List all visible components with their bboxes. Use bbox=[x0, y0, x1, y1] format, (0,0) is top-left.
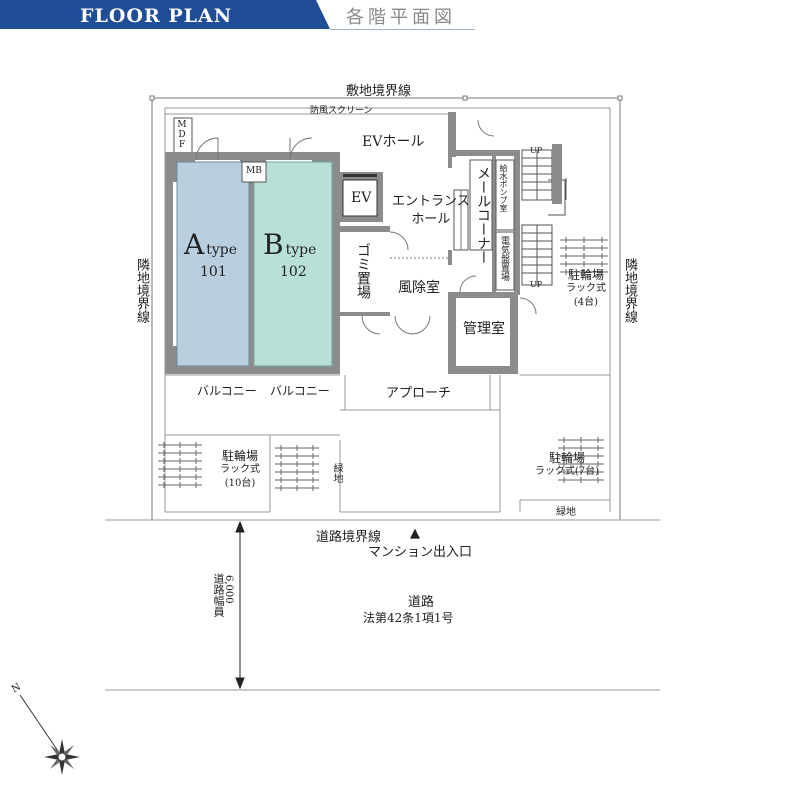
ev-hall-label: EVホール bbox=[362, 134, 425, 150]
bike-parking-bottom-left-rack: ラック式 bbox=[220, 464, 260, 475]
bike-parking-right-rack: ラック式 bbox=[566, 283, 606, 294]
road-width-dimension bbox=[235, 520, 245, 690]
bike-parking-bottom-right-rack: ラック式(7台) bbox=[534, 466, 600, 477]
balcony-a-label: バルコニー bbox=[197, 384, 257, 398]
mb-label: MB bbox=[246, 166, 262, 176]
bike-parking-bottom-right-name: 駐輪場 bbox=[548, 451, 585, 465]
neighbor-boundary-left-label: 隣地境界線 bbox=[134, 258, 149, 323]
header-banner: FLOOR PLAN bbox=[0, 0, 330, 34]
pump-room-area bbox=[495, 159, 515, 231]
ev-door bbox=[343, 174, 377, 177]
bike-racks bbox=[158, 237, 608, 491]
garbage-label: ゴミ置場 bbox=[355, 243, 371, 299]
pump-room-label: 給水ポンプ室 bbox=[499, 164, 508, 212]
page-title: FLOOR PLAN bbox=[80, 5, 233, 27]
road-width-value-text: 6,000 bbox=[223, 575, 234, 604]
green-area-left-label: 緑地 bbox=[331, 463, 342, 483]
mdf-label: MDF bbox=[177, 120, 187, 150]
bike-parking-bottom-left-name: 駐輪場 bbox=[221, 449, 258, 463]
road-law-label: 法第42条1項1号 bbox=[363, 611, 454, 625]
neighbor-boundary-right-label: 隣地境界線 bbox=[622, 258, 637, 323]
entrance-hall-line1: エントランス bbox=[392, 194, 470, 209]
unit-a-type-word: type bbox=[206, 242, 238, 258]
green-area-right-label: 緑地 bbox=[556, 507, 576, 518]
unit-b-102-area bbox=[253, 161, 333, 367]
unit-a-number: 101 bbox=[200, 264, 227, 280]
ev-label: EV bbox=[351, 190, 372, 206]
header-banner-shape bbox=[0, 0, 330, 29]
unit-a-letter: A bbox=[184, 228, 205, 261]
unit-b-type-word: type bbox=[285, 242, 317, 258]
unit-b-number: 102 bbox=[280, 264, 307, 280]
bike-parking-bottom-right: 駐輪場 ラック式(7台) bbox=[530, 451, 604, 479]
electric-room-label: 電気盤置場 bbox=[499, 236, 509, 281]
mail-corner-area bbox=[469, 159, 493, 251]
mail-corner-label: メールコーナー bbox=[475, 166, 491, 264]
road-width-label: 道路幅員 bbox=[212, 573, 225, 617]
stair-wall bbox=[552, 144, 562, 204]
management-room-label: 管理室 bbox=[463, 321, 505, 337]
stair-up-label-2: UP bbox=[530, 280, 543, 289]
unit-a-101-area bbox=[176, 161, 250, 367]
unit-b-letter: B bbox=[263, 228, 284, 261]
bike-parking-right-count: (4台) bbox=[573, 297, 599, 308]
door-swings bbox=[195, 119, 537, 335]
windbreak-room-label: 風除室 bbox=[398, 280, 440, 296]
approach-label: アプローチ bbox=[386, 386, 452, 401]
bike-parking-bottom-left-count: (10台) bbox=[224, 478, 256, 489]
bike-parking-right: 駐輪場 ラック式 (4台) bbox=[556, 268, 616, 310]
site-boundary bbox=[149, 95, 623, 520]
page-subtitle: 各階平面図 bbox=[346, 7, 456, 28]
bike-parking-bottom-left: 駐輪場 ラック式 (10台) bbox=[210, 449, 270, 491]
road-label: 道路 bbox=[408, 595, 435, 610]
balcony-b-label: バルコニー bbox=[270, 384, 330, 398]
entrance-triangle-icon: ▲ bbox=[410, 526, 420, 541]
north-compass-icon bbox=[19, 694, 80, 775]
stair-up-label-1: UP bbox=[530, 146, 543, 155]
mansion-entrance-label: マンション出入口 bbox=[368, 545, 473, 560]
site-boundary-label: 敷地境界線 bbox=[346, 84, 412, 99]
header-underline bbox=[330, 29, 475, 30]
road-boundary-label: 道路境界線 bbox=[316, 530, 382, 545]
entrance-hall-label: エントランス ホール bbox=[392, 193, 470, 229]
windscreen-label: 防風スクリーン bbox=[310, 106, 373, 116]
mb-box bbox=[241, 161, 267, 183]
entrance-hall-line2: ホール bbox=[411, 212, 451, 227]
bike-parking-right-name: 駐輪場 bbox=[567, 268, 604, 282]
ev-box bbox=[342, 179, 378, 217]
stairs bbox=[521, 149, 567, 286]
electric-room-area bbox=[495, 231, 515, 291]
